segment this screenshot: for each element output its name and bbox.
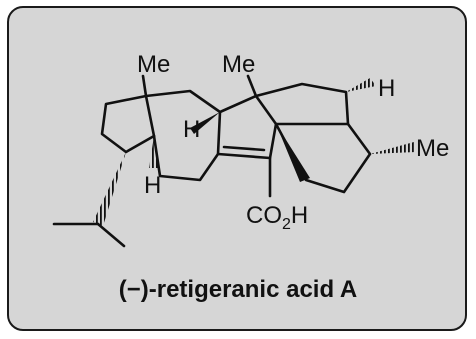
methyl-label-c: Me [416,135,449,162]
carboxyl-label-prefix: CO [246,202,282,229]
ring-d-bonds [254,82,350,126]
hydrogen-label-right: H [378,75,395,102]
wedge-bond-h-left [190,112,220,134]
carboxyl-label: CO2H [246,202,308,233]
hash-bond-h-bottom [149,136,159,168]
hydrogen-label-bottom: H [144,172,161,199]
isopropyl-bond-b [96,222,126,248]
hydrogen-label-left: H [183,116,200,143]
ring-fusion-bond-ab [144,94,156,138]
carboxyl-label-suffix: H [291,202,308,229]
methyl-label-a: Me [137,51,170,78]
compound-name: (−)-retigeranic acid A [118,276,358,303]
methyl-bond-b [246,74,258,98]
structure-card [7,6,467,331]
methyl-bond-a [141,74,148,98]
wedge-bond-quaternary [276,124,310,182]
hash-bond-h-right [346,78,376,92]
methyl-label-b: Me [222,51,255,78]
carboxyl-label-subscript: 2 [282,216,291,233]
hash-bond-me-right [370,142,416,154]
double-bond-inner [222,145,266,152]
hash-bond-isopropyl [93,152,126,226]
ring-a-bonds [100,94,156,154]
